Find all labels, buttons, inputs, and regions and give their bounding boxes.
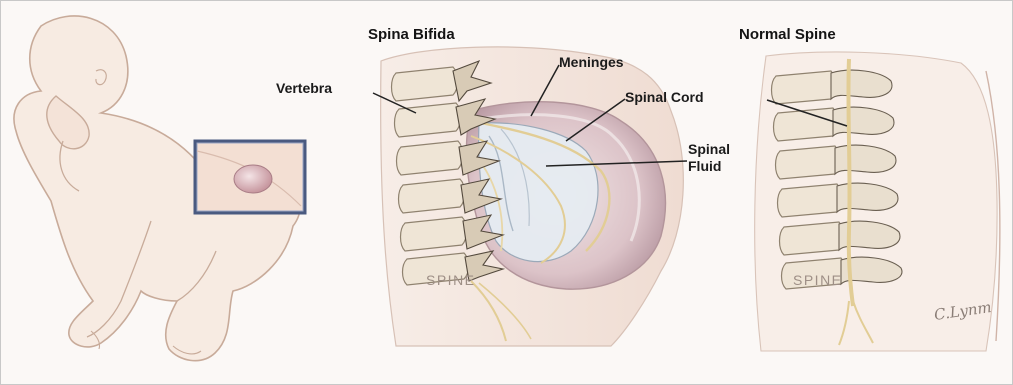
vertebra-label: Vertebra <box>276 81 332 95</box>
lesion-highlight-box <box>195 141 305 213</box>
spina-bifida-title: Spina Bifida <box>368 27 455 42</box>
meninges-label: Meninges <box>559 55 624 69</box>
spinal-fluid-label-line2: Fluid <box>688 159 721 173</box>
spine-label-left: SPINE <box>426 273 476 287</box>
spine-label-right: SPINE <box>793 273 843 287</box>
normal-spine-title: Normal Spine <box>739 27 836 42</box>
spinal-cord-label: Spinal Cord <box>625 90 704 104</box>
spinal-fluid-label-line1: Spinal <box>688 142 730 156</box>
